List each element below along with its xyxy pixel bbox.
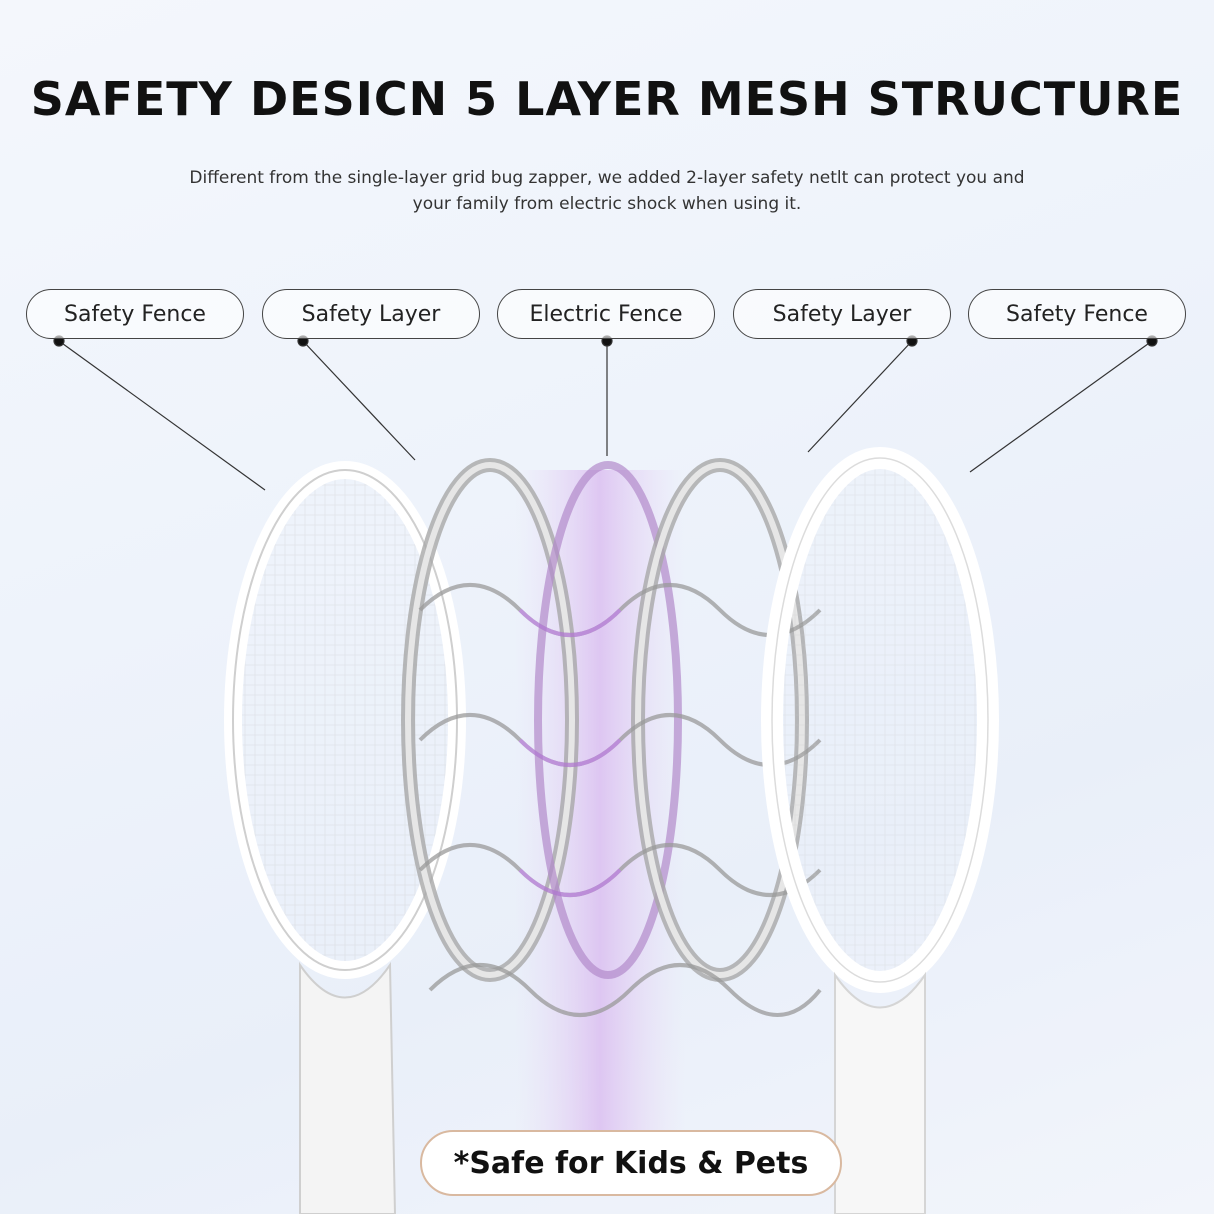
electric-fence-center <box>534 461 682 979</box>
headline: SAFETY DESICN 5 LAYER MESH STRUCTURE <box>30 72 1184 126</box>
label-safety-fence-right: Safety Fence <box>968 289 1186 339</box>
label-safety-layer-right: Safety Layer <box>733 289 951 339</box>
safety-fence-right <box>761 447 999 1214</box>
label-safety-fence-left: Safety Fence <box>26 289 244 339</box>
safe-badge: *Safe for Kids & Pets <box>420 1130 842 1196</box>
safety-layer-left <box>401 458 579 982</box>
label-electric-fence: Electric Fence <box>497 289 715 339</box>
label-safety-layer-left: Safety Layer <box>262 289 480 339</box>
safety-fence-left <box>224 461 466 1214</box>
wavy-wires <box>418 583 822 1017</box>
subtext: Different from the single-layer grid bug… <box>189 168 1025 214</box>
